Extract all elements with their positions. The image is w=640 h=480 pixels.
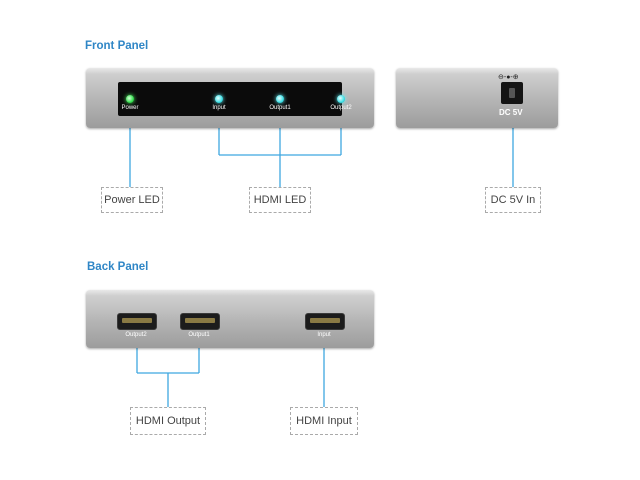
callout-dc-in: DC 5V In xyxy=(485,187,541,213)
polarity-symbol: ⊖-●-⊕ xyxy=(498,74,519,81)
output1-led-light xyxy=(276,95,284,103)
output1-port-label: Output1 xyxy=(188,332,210,338)
side-panel-device: ⊖-●-⊕ DC 5V xyxy=(396,68,558,128)
back-panel-heading: Back Panel xyxy=(87,261,149,273)
callout-hdmi-led: HDMI LED xyxy=(249,187,311,213)
output2-port-label: Output2 xyxy=(125,332,147,338)
output2-led-label: Output2 xyxy=(330,105,352,111)
dc-jack xyxy=(501,82,523,104)
front-panel-heading: Front Panel xyxy=(85,40,149,52)
output2-led-light xyxy=(337,95,345,103)
callout-hdmi-input: HDMI Input xyxy=(290,407,358,435)
input-led-light xyxy=(215,95,223,103)
hdmi-port-input xyxy=(305,313,345,330)
output1-led-label: Output1 xyxy=(269,105,291,111)
back-panel-device: Output2 Output1 Input xyxy=(86,290,374,348)
power-led-light xyxy=(126,95,134,103)
hdmi-port-output2 xyxy=(117,313,157,330)
callout-hdmi-output: HDMI Output xyxy=(130,407,206,435)
input-led-label: Input xyxy=(212,105,226,111)
front-panel-device: Power Input Output1 Output2 xyxy=(86,68,374,128)
input-port-label: Input xyxy=(317,332,331,338)
hdmi-port-output1 xyxy=(180,313,220,330)
dc-label: DC 5V xyxy=(499,108,523,117)
power-label: Power xyxy=(121,105,139,111)
callout-power-led: Power LED xyxy=(101,187,163,213)
front-led-panel: Power Input Output1 Output2 xyxy=(118,82,352,116)
